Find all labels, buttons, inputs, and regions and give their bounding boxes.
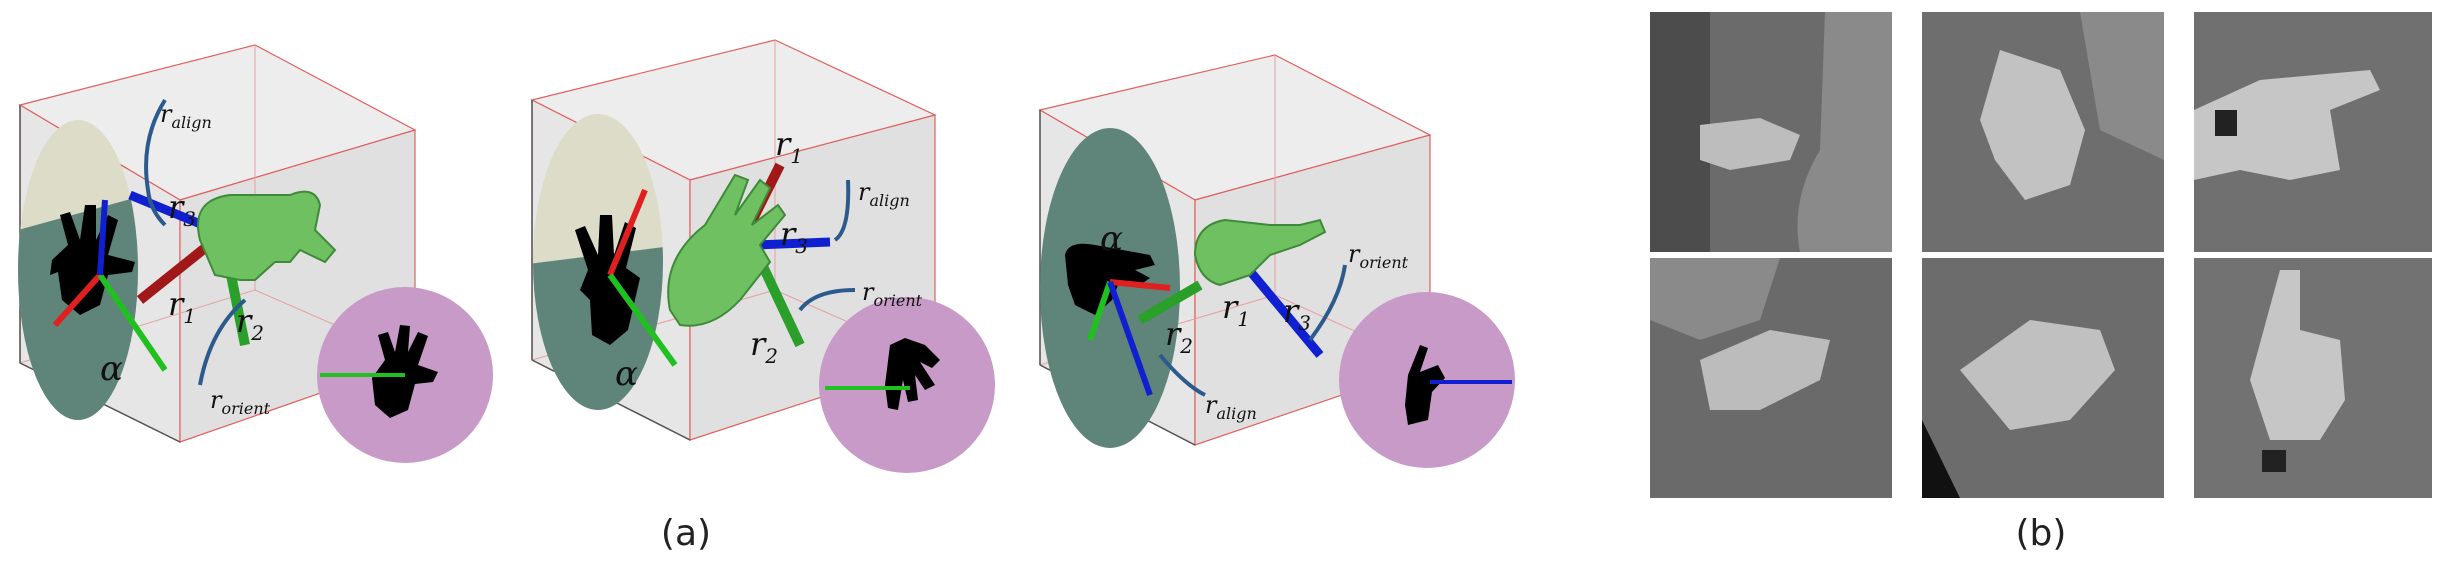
hand-mesh-1	[197, 190, 337, 281]
photo-5	[1922, 258, 2164, 498]
r-orient-curve-3	[1308, 264, 1347, 342]
hand-silhouette-1	[50, 205, 135, 315]
photo-grid	[1650, 12, 2432, 498]
r-orient-curve-1	[198, 298, 247, 386]
r-align-curve-3	[1158, 353, 1206, 397]
label-r1-3: r1	[1222, 288, 1250, 331]
label-r-align-3: ralign	[1205, 391, 1257, 423]
label-r-align-1: ralign	[160, 100, 212, 132]
hand-mesh-2	[667, 173, 787, 327]
label-alpha-1: α	[100, 349, 123, 389]
label-r-orient-3: rorient	[1348, 240, 1409, 272]
hand-view-3	[1405, 345, 1445, 425]
scene-1: α r1 r2 r3 ralign rorient	[18, 44, 493, 463]
photo-1	[1650, 12, 1892, 252]
label-alpha-3: α	[1100, 219, 1123, 259]
label-r3-3: r3	[1283, 292, 1311, 335]
label-alpha-2: α	[615, 354, 638, 394]
caption-a: (a)	[661, 513, 711, 554]
label-r1-2: r1	[775, 125, 803, 168]
r-align-curve-2	[833, 179, 851, 242]
photo-3	[2194, 12, 2432, 252]
label-r-orient-2: rorient	[862, 278, 923, 310]
label-r-orient-1: rorient	[210, 386, 271, 418]
hand-mesh-3	[1193, 218, 1327, 287]
label-r2-1: r2	[236, 302, 264, 345]
photo-4	[1650, 258, 1892, 498]
label-r3-2: r3	[780, 215, 808, 258]
caption-b: (b)	[2016, 513, 2067, 554]
label-r2-2: r2	[750, 325, 778, 368]
hand-silhouette-3	[1065, 243, 1155, 315]
hand-view-1	[372, 325, 438, 418]
label-r2-3: r2	[1165, 315, 1193, 358]
photo-2	[1922, 12, 2164, 252]
r-align-curve-1	[144, 98, 167, 227]
scene-3: α r1 r2 r3 ralign rorient	[1038, 54, 1515, 468]
photo-6	[2194, 258, 2432, 498]
r-orient-curve-2	[798, 288, 856, 312]
label-r3-1: r3	[168, 188, 196, 231]
label-r-align-2: ralign	[858, 178, 910, 210]
label-r1-1: r1	[168, 285, 196, 328]
hand-view-2	[885, 338, 940, 410]
scene-2: α r1 r2 r3 ralign rorient	[530, 39, 995, 473]
